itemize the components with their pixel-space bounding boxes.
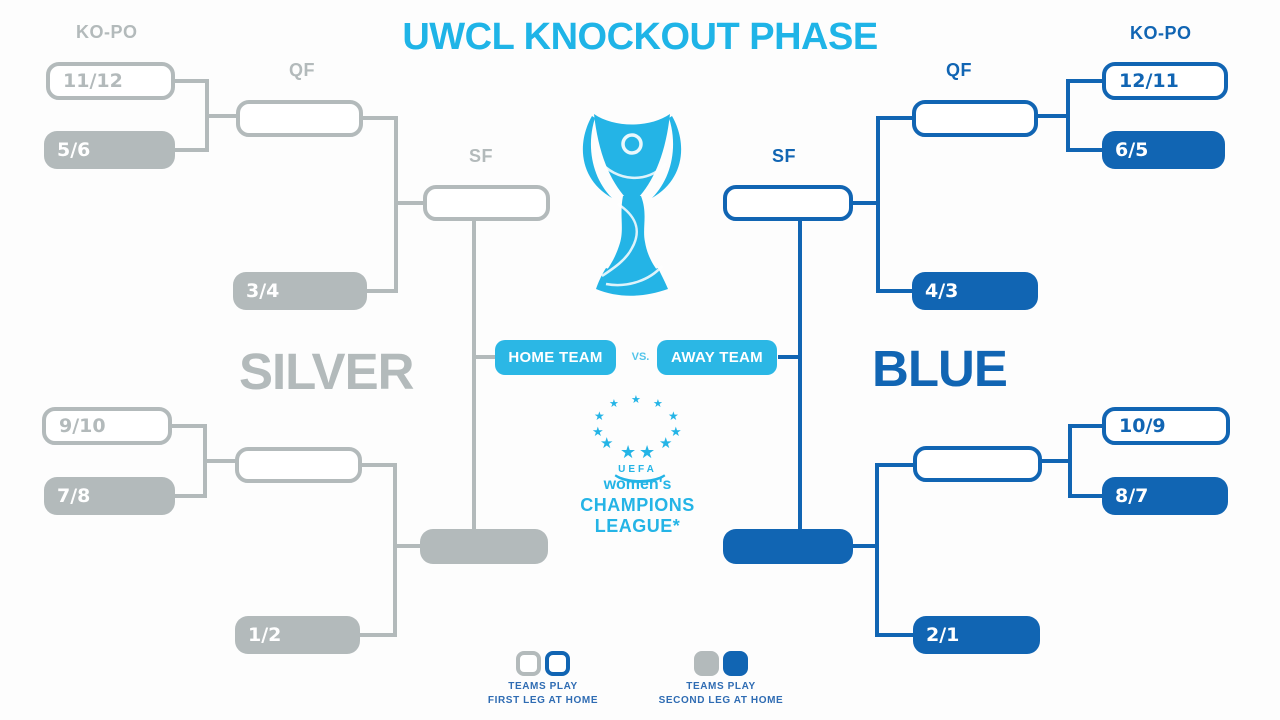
blue-qf-top-slot-empty xyxy=(912,100,1038,137)
connector-line xyxy=(393,463,397,637)
first-leg-gray-outline-swatch xyxy=(516,651,541,676)
slot-12-11: 12/11 xyxy=(1102,62,1228,100)
blue-qf-bottom-slot-empty xyxy=(913,446,1042,482)
slot-9-10: 9/10 xyxy=(42,407,172,445)
legend-second-leg-line1: TEAMS PLAY xyxy=(686,681,756,692)
slot-3-4: 3/4 xyxy=(233,272,367,310)
home-team-slot: HOME TEAM xyxy=(495,340,616,375)
logo-champions-text: CHAMPIONS xyxy=(580,495,695,515)
slot-8-7: 8/7 xyxy=(1102,477,1228,515)
connector-line xyxy=(394,201,424,205)
star-icon: ★ xyxy=(594,409,605,423)
connector-line xyxy=(359,633,397,637)
connector-line xyxy=(173,148,209,152)
silver-group-name: SILVER xyxy=(239,343,414,400)
connector-line xyxy=(365,289,398,293)
blue-qf-label: QF xyxy=(946,60,972,80)
connector-line xyxy=(203,459,236,463)
legend-second-leg-line2: SECOND LEG AT HOME xyxy=(658,695,784,706)
blue-sf-label: SF xyxy=(772,146,797,166)
connector-line xyxy=(472,219,476,531)
away-team-slot: AWAY TEAM xyxy=(657,340,777,375)
connector-line xyxy=(875,463,879,637)
logo-uefa-text: UEFA xyxy=(618,464,657,475)
second-leg-gray-filled-swatch xyxy=(694,651,719,676)
connector-line xyxy=(876,116,913,120)
slot-10-9: 10/9 xyxy=(1102,407,1230,445)
star-ring: ★ ★ ★ ★ ★ ★ ★ ★ ★ ★ ★ xyxy=(560,394,715,464)
silver-kopo-label: KO-PO xyxy=(76,22,138,42)
slot-5-6: 5/6 xyxy=(44,131,175,169)
slot-4-3: 4/3 xyxy=(912,272,1038,310)
slot-2-1: 2/1 xyxy=(913,616,1040,654)
connector-line xyxy=(798,219,802,531)
connector-line xyxy=(1037,114,1070,118)
second-leg-blue-filled-swatch xyxy=(723,651,748,676)
star-icon: ★ xyxy=(670,424,682,439)
slot-1-2: 1/2 xyxy=(235,616,360,654)
silver-qf-label: QF xyxy=(289,60,315,80)
connector-line xyxy=(1066,148,1102,152)
star-icon: ★ xyxy=(609,398,619,410)
connector-line xyxy=(778,355,801,359)
connector-line xyxy=(393,544,421,548)
connector-line xyxy=(1066,79,1102,83)
silver-qf-bottom-slot-empty xyxy=(235,447,362,483)
uwcl-trophy-icon xyxy=(562,108,702,313)
legend-second-leg: TEAMS PLAY SECOND LEG AT HOME xyxy=(641,651,801,707)
connector-line xyxy=(361,116,398,120)
star-icon: ★ xyxy=(592,424,604,439)
first-leg-blue-outline-swatch xyxy=(545,651,570,676)
laurel-arc xyxy=(609,454,670,483)
connector-line xyxy=(171,494,207,498)
silver-qf-top-slot-empty xyxy=(236,100,363,137)
legend-first-leg-line2: FIRST LEG AT HOME xyxy=(487,695,599,706)
star-icon: ★ xyxy=(668,409,679,423)
slot-6-5: 6/5 xyxy=(1102,131,1225,169)
connector-line xyxy=(877,463,915,467)
star-icon: ★ xyxy=(631,394,641,406)
connector-line xyxy=(173,79,209,83)
page-title: UWCL KNOCKOUT PHASE xyxy=(402,16,878,58)
slot-7-8: 7/8 xyxy=(44,477,175,515)
connector-line xyxy=(851,544,879,548)
silver-sf-slot-empty xyxy=(423,185,550,221)
uwcl-logo: ★ ★ ★ ★ ★ ★ ★ ★ ★ ★ ★ UEFA women's CHAMP… xyxy=(560,394,715,537)
connector-line xyxy=(876,289,913,293)
connector-line xyxy=(171,424,207,428)
star-icon: ★ xyxy=(659,435,673,452)
connector-line xyxy=(1068,494,1104,498)
connector-line xyxy=(877,633,915,637)
star-icon: ★ xyxy=(653,398,663,410)
logo-league-text: LEAGUE* xyxy=(594,516,681,536)
connector-line xyxy=(361,463,397,467)
silver-sf-label: SF xyxy=(469,146,494,166)
silver-final-slot-empty xyxy=(420,529,548,564)
connector-line xyxy=(1068,424,1104,428)
star-icon: ★ xyxy=(600,435,614,452)
legend-first-leg: TEAMS PLAY FIRST LEG AT HOME xyxy=(463,651,623,707)
connector-line xyxy=(474,355,496,359)
connector-line xyxy=(1040,459,1072,463)
connector-line xyxy=(852,201,880,205)
blue-group-name: BLUE xyxy=(872,340,1008,397)
blue-kopo-label: KO-PO xyxy=(1130,23,1192,43)
blue-final-slot-empty xyxy=(723,529,853,564)
legend-first-leg-line1: TEAMS PLAY xyxy=(508,681,578,692)
blue-sf-slot-empty xyxy=(723,185,853,221)
slot-11-12: 11/12 xyxy=(46,62,175,100)
connector-line xyxy=(205,114,237,118)
vs-label: VS. xyxy=(631,351,650,363)
